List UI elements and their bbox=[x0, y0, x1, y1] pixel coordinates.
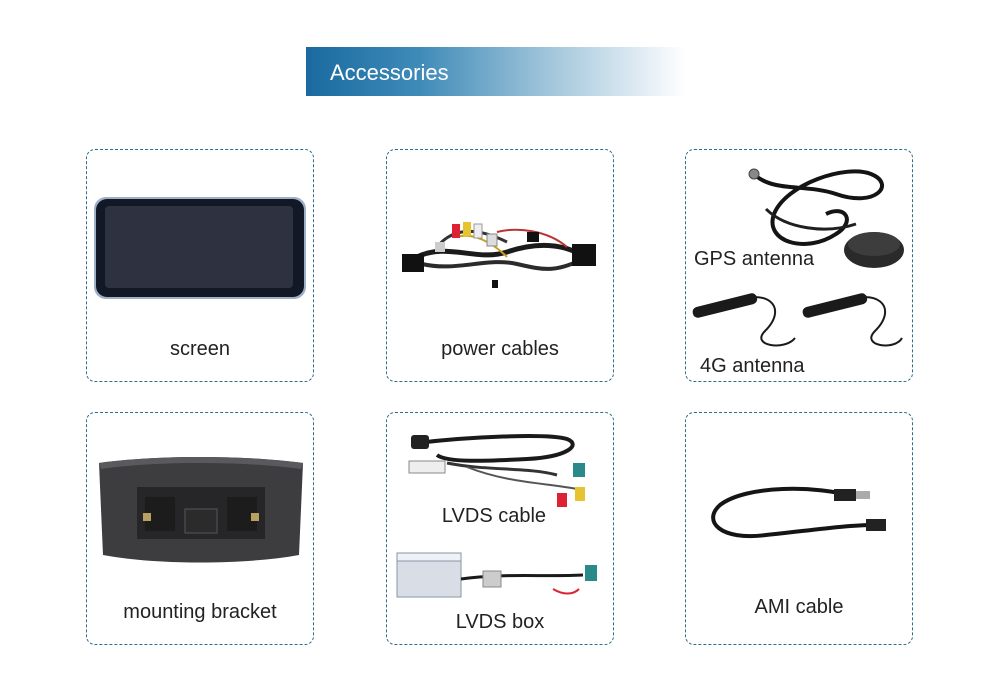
power-cables-label: power cables bbox=[441, 338, 559, 360]
section-header-banner: Accessories bbox=[306, 47, 686, 96]
gps-antenna-image bbox=[748, 168, 904, 268]
mounting-bracket-image bbox=[99, 457, 303, 563]
lvds-cable-label: LVDS cable bbox=[441, 505, 547, 527]
accessory-card-lvds: LVDS cable LVDS box bbox=[386, 412, 614, 645]
accessory-card-power-cables: power cables bbox=[386, 149, 614, 382]
accessory-card-antennas: GPS antenna 4G antenna bbox=[685, 149, 913, 382]
ami-cable-label: AMI cable bbox=[754, 596, 844, 618]
accessory-card-mounting-bracket: mounting bracket bbox=[86, 412, 314, 645]
ami-cable-image bbox=[711, 486, 886, 539]
4g-antenna-label: 4G antenna bbox=[700, 355, 805, 377]
lvds-cable-image bbox=[408, 434, 585, 507]
4g-antenna-image bbox=[692, 293, 903, 347]
accessory-card-ami-cable: AMI cable bbox=[685, 412, 913, 645]
section-title: Accessories bbox=[330, 60, 449, 85]
screen-label: screen bbox=[169, 338, 231, 360]
lvds-box-image bbox=[396, 552, 597, 598]
mounting-bracket-label: mounting bracket bbox=[123, 601, 277, 623]
gps-antenna-label: GPS antenna bbox=[694, 248, 815, 270]
accessory-card-screen: screen bbox=[86, 149, 314, 382]
lvds-box-label: LVDS box bbox=[455, 611, 545, 633]
screen-image bbox=[94, 197, 306, 299]
power-cables-image bbox=[402, 222, 596, 288]
